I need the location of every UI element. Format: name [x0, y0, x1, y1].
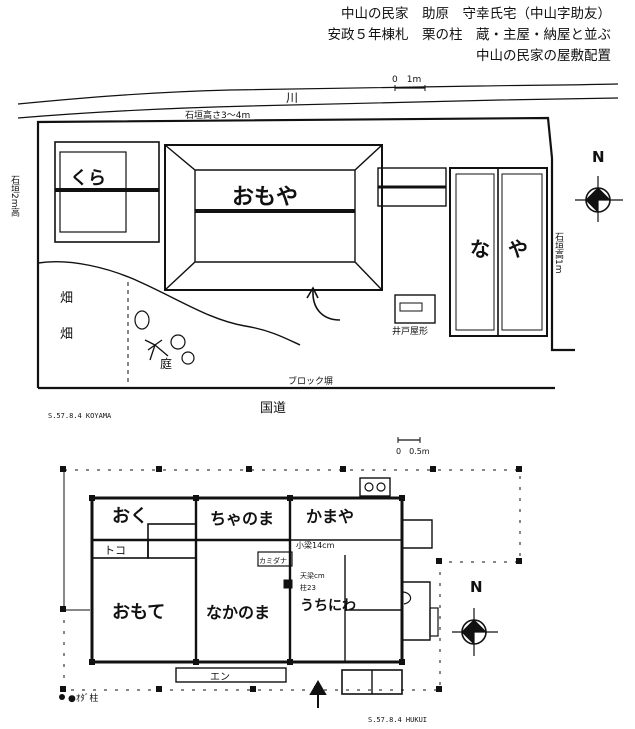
- site-plan: [17, 83, 623, 390]
- ceiling-note: 天梁cm: [300, 571, 325, 580]
- garden-label: 庭: [160, 356, 172, 371]
- garden-boundary: [37, 260, 301, 346]
- room-nakanoma: なかのま: [206, 603, 270, 622]
- east-extension: [402, 519, 433, 549]
- omoya-label: おもや: [232, 185, 298, 210]
- title-block: 中山の民家 助原 守幸氏宅（中山字助友） 安政５年棟札 栗の柱 蔵・主屋・納屋と…: [328, 4, 612, 67]
- naya-label-left: な: [470, 237, 490, 261]
- north-label-site: N: [592, 148, 605, 166]
- naya-label-right: や: [508, 237, 528, 261]
- site-boundary-right: [550, 158, 575, 352]
- room-oku: おく: [112, 506, 148, 527]
- beam-note: 小梁14cm: [296, 541, 335, 550]
- garden-stone-1: [134, 310, 150, 330]
- floor-signature: S.57.8.4 HUKUI: [368, 716, 427, 724]
- kamidana: [257, 551, 293, 567]
- road-label: 国道: [260, 401, 286, 416]
- well-house: [394, 294, 436, 324]
- room-kamaya: かまや: [306, 507, 354, 526]
- engawa-label: エン: [210, 672, 230, 683]
- omoya-building: [164, 144, 383, 291]
- kama-stove: [359, 477, 391, 497]
- toko-label: トコ: [104, 544, 126, 557]
- site-scale-label: 0 1m: [392, 75, 421, 85]
- room-omote: おもて: [112, 602, 165, 623]
- room-chanoma: ちゃのま: [210, 509, 274, 528]
- garden-pine: [144, 339, 169, 361]
- floor-entrance-arrow: [309, 680, 327, 708]
- garden-stone-2: [170, 334, 186, 350]
- entrance-arrow: [312, 289, 341, 321]
- stream-label: 川: [286, 91, 298, 105]
- legend-label: ●ｵﾀﾞ柱: [68, 692, 98, 704]
- room-uchinowa: うちにわ: [300, 598, 356, 614]
- house-outline: [90, 496, 404, 664]
- title-line-3: 中山の民家の屋敷配置: [476, 48, 611, 64]
- daikoku-post: [283, 579, 293, 589]
- legend-dot: [59, 694, 65, 700]
- north-label-floor: N: [470, 578, 483, 596]
- field-label-1: 畑: [60, 291, 73, 306]
- stone-wall-right-label: 石垣高1m: [553, 232, 564, 274]
- kura-label: くら: [70, 168, 106, 189]
- title-line-2: 安政５年棟札 栗の柱 蔵・主屋・納屋と並ぶ: [327, 27, 612, 43]
- kamidana-label: カミダナ: [259, 556, 287, 565]
- title-line-1: 中山の民家 助原 守幸氏宅（中山字助友）: [341, 6, 611, 22]
- post-note: 柱23: [300, 583, 316, 592]
- floor-scale-label: 0 0.5m: [396, 447, 430, 456]
- block-wall-label: ブロック塀: [288, 375, 333, 387]
- site-boundary-top: [36, 116, 554, 388]
- garden-stone-3: [181, 351, 195, 365]
- floor-plan: [59, 437, 522, 708]
- field-label-2: 畑: [60, 327, 73, 342]
- site-signature: S.57.8.4 KOYAMA: [48, 412, 112, 420]
- stream-line-upper: [17, 83, 619, 105]
- stone-wall-left-label: 石垣2m高: [9, 175, 20, 217]
- well-house-label: 井戸屋形: [392, 325, 428, 337]
- stream-line-lower: [17, 97, 619, 119]
- engawa: [175, 667, 287, 683]
- stone-wall-top-label: 石垣高さ3～4m: [185, 109, 250, 121]
